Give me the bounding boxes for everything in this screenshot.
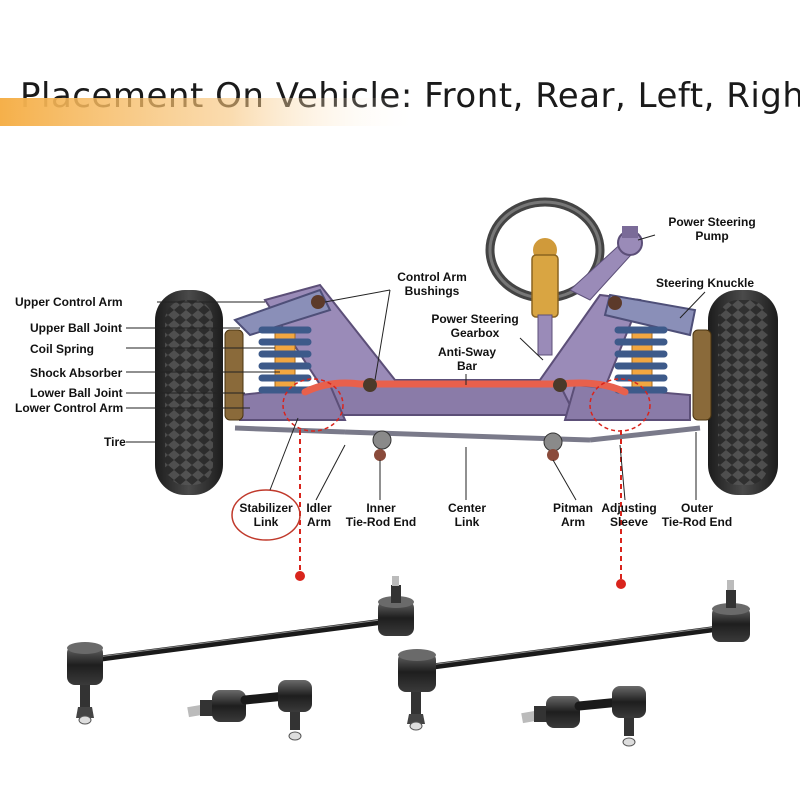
label-outer-tie-rod-2: Tie-Rod End	[662, 515, 732, 529]
power-steering-pump	[569, 226, 643, 301]
stabilizer-highlight-left	[282, 378, 344, 432]
label-lower-control-arm: Lower Control Arm	[15, 401, 123, 415]
label-center-link-1: Center	[448, 501, 486, 515]
label-inner-tie-rod-1: Inner	[366, 501, 396, 515]
label-control-arm-bushings-2: Bushings	[405, 284, 460, 298]
label-lower-ball-joint: Lower Ball Joint	[30, 386, 123, 400]
label-power-steering-pump-2: Pump	[695, 229, 728, 243]
label-pitman-arm-2: Arm	[561, 515, 585, 529]
label-center-link-2: Link	[455, 515, 480, 529]
banner-stripe	[0, 98, 420, 126]
upper-control-arm-left	[233, 288, 332, 337]
label-tire: Tire	[104, 435, 126, 449]
upper-control-arm-right	[603, 293, 697, 337]
steering-knuckle-left	[224, 329, 244, 421]
center-link	[234, 425, 701, 461]
label-adjusting-sleeve-2: Sleeve	[610, 515, 648, 529]
label-outer-tie-rod-1: Outer	[681, 501, 713, 515]
label-steering-knuckle: Steering Knuckle	[656, 276, 754, 290]
marker-dot-right	[616, 579, 626, 589]
long-stabilizer-link-right	[398, 580, 750, 731]
marker-dot-left	[295, 571, 305, 581]
label-inner-tie-rod-2: Tie-Rod End	[346, 515, 416, 529]
leader-lines	[126, 234, 706, 501]
label-power-steering-gearbox-2: Gearbox	[451, 326, 500, 340]
label-stabilizer-link-1: Stabilizer	[239, 501, 293, 515]
label-control-arm-bushings-1: Control Arm	[397, 270, 467, 284]
label-idler-arm-2: Arm	[307, 515, 331, 529]
short-stabilizer-link-left	[187, 680, 312, 741]
steering-knuckle-right	[692, 329, 712, 421]
label-upper-ball-joint: Upper Ball Joint	[30, 321, 122, 335]
long-stabilizer-link-left	[67, 576, 414, 725]
short-stabilizer-link-right	[521, 686, 646, 747]
label-adjusting-sleeve-1: Adjusting	[601, 501, 656, 515]
stabilizer-label-circle	[231, 489, 301, 541]
label-pitman-arm-1: Pitman	[553, 501, 593, 515]
label-power-steering-pump-1: Power Steering	[668, 215, 755, 229]
label-power-steering-gearbox-1: Power Steering	[431, 312, 518, 326]
anti-sway-bar	[301, 378, 629, 396]
label-shock-absorber: Shock Absorber	[30, 366, 123, 380]
label-anti-sway-bar-1: Anti-Sway	[438, 345, 496, 359]
steering-wheel	[485, 197, 605, 356]
label-anti-sway-bar-2: Bar	[457, 359, 477, 373]
label-upper-control-arm: Upper Control Arm	[15, 295, 123, 309]
coil-spring-right	[614, 326, 668, 394]
label-idler-arm-1: Idler	[306, 501, 332, 515]
coil-spring-left	[258, 326, 312, 394]
right-tire	[708, 290, 778, 495]
label-stabilizer-link-2: Link	[254, 515, 279, 529]
label-coil-spring: Coil Spring	[30, 342, 94, 356]
